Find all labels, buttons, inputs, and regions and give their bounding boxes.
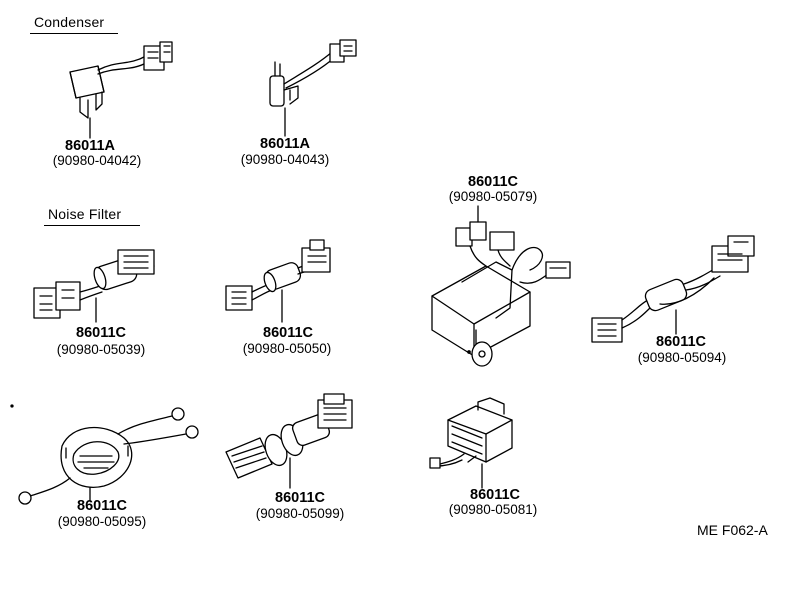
part-number: 86011A [65,138,115,154]
filter-05081-drawing [429,397,513,489]
condenser-04043-drawing [269,39,357,137]
section-title-condenser: Condenser [34,14,105,30]
part-number: 86011C [470,487,520,503]
part-code: (90980-05099) [255,506,345,521]
section-underline-noise-filter [44,225,140,226]
filter-05094-drawing [591,235,755,343]
filter-05039-drawing [33,249,155,323]
part-number: 86011C [76,325,126,341]
filter-05099-drawing [225,393,353,489]
part-number: 86011C [263,325,313,341]
part-code: (90980-05081) [448,502,538,517]
filter-05095-drawing [10,404,199,505]
filter-05050-drawing [225,239,331,323]
filter-05079-drawing [431,205,571,367]
part-code: (90980-05095) [57,514,147,529]
part-code: (90980-05094) [637,350,727,365]
part-code: (90980-04043) [240,152,330,167]
section-underline-condenser [30,33,118,34]
section-title-noise-filter: Noise Filter [48,206,122,222]
part-number: 86011C [468,174,518,190]
part-number: 86011C [656,334,706,350]
figure-reference: ME F062-A [697,522,768,538]
part-number: 86011A [260,136,310,152]
part-code: (90980-05050) [242,341,332,356]
part-number: 86011C [77,498,127,514]
part-code: (90980-04042) [52,153,142,168]
part-code: (90980-05079) [448,189,538,204]
part-code: (90980-05039) [56,342,146,357]
condenser-04042-drawing [69,41,173,139]
part-number: 86011C [275,490,325,506]
